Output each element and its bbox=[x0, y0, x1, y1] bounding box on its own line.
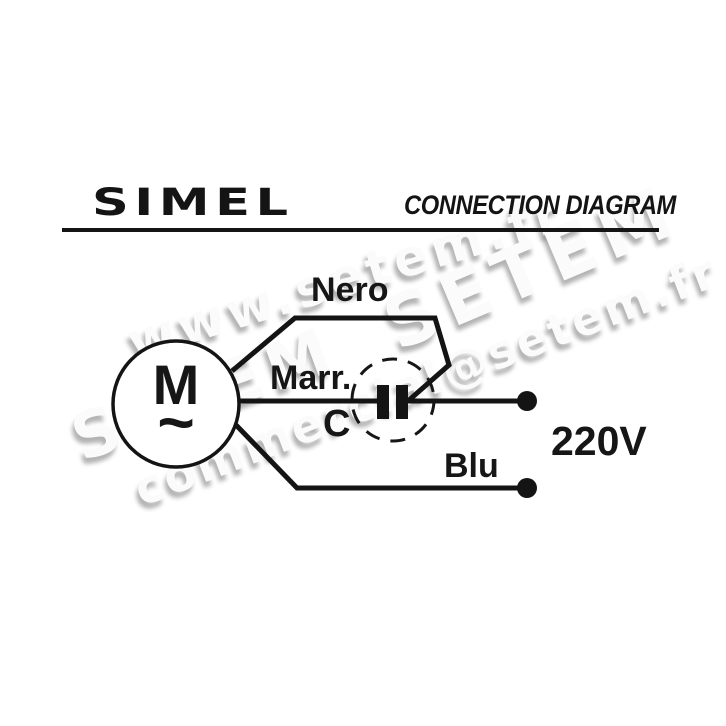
capacitor-plate-left bbox=[377, 385, 389, 419]
wire-label-blu: Blu bbox=[444, 447, 499, 485]
supply-voltage-label: 220V bbox=[551, 418, 647, 464]
wire-label-nero: Nero bbox=[311, 271, 389, 309]
brand-logo: SIMEL bbox=[92, 181, 294, 224]
capacitor-plate-right bbox=[396, 385, 408, 419]
header-divider bbox=[62, 228, 659, 232]
ac-tilde-symbol: ~ bbox=[157, 386, 195, 458]
terminal-dot-top bbox=[517, 391, 537, 411]
motor-circle bbox=[111, 339, 241, 469]
wire-label-marr: Marr. bbox=[270, 359, 352, 397]
page-title: CONNECTION DIAGRAM bbox=[404, 190, 676, 220]
terminal-dot-bottom bbox=[517, 478, 537, 498]
motor-symbol: M bbox=[152, 353, 200, 416]
capacitor-label: C bbox=[323, 403, 351, 445]
nero-wire bbox=[230, 315, 452, 403]
blu-wire bbox=[234, 423, 527, 491]
